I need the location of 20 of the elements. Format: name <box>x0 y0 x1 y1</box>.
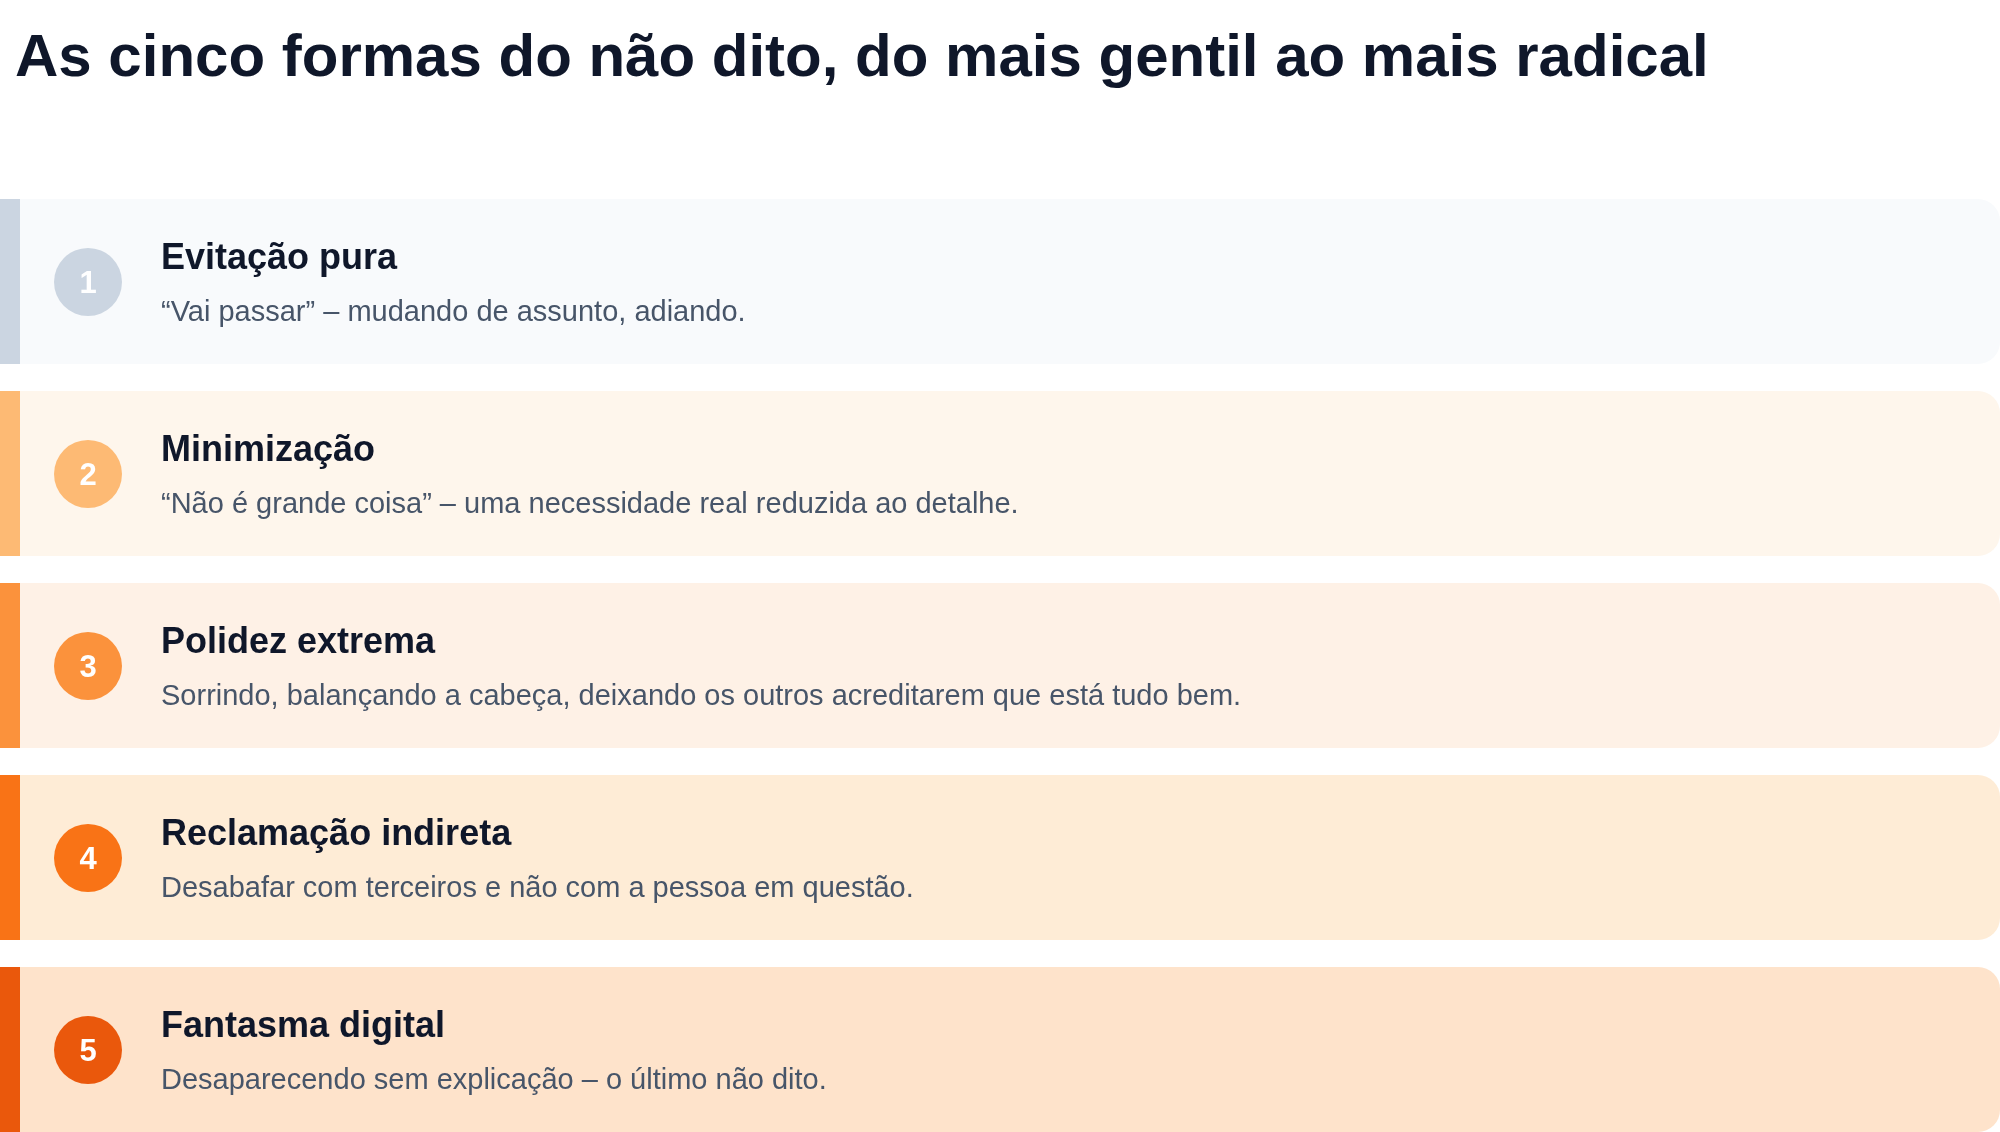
card-heading: Reclamação indireta <box>161 811 512 855</box>
list-card <box>0 967 2000 1132</box>
list-card <box>0 199 2000 364</box>
card-description: Sorrindo, balançando a cabeça, deixando os outros acreditarem que está tudo bem. <box>161 678 1242 713</box>
card-heading: Polidez extrema <box>161 619 436 663</box>
list-card <box>0 775 2000 940</box>
card-description: Desabafar com terceiros e não com a pessoa em questão. <box>161 870 914 905</box>
step-number: 5 <box>54 1016 122 1084</box>
card-description: Desaparecendo sem explicação – o último não dito. <box>161 1062 827 1097</box>
list-card <box>0 391 2000 556</box>
page-title: As cinco formas do não dito, do mais gentil ao mais radical <box>15 21 1709 91</box>
step-number: 3 <box>54 632 122 700</box>
card-heading: Minimização <box>161 427 376 471</box>
card-description: “Vai passar” – mudando de assunto, adiando. <box>161 294 746 329</box>
list-card <box>0 583 2000 748</box>
card-description: “Não é grande coisa” – uma necessidade real reduzida ao detalhe. <box>161 486 1019 521</box>
card-heading: Fantasma digital <box>161 1003 446 1047</box>
card-heading: Evitação pura <box>161 235 398 279</box>
step-number: 4 <box>54 824 122 892</box>
step-number: 2 <box>54 440 122 508</box>
